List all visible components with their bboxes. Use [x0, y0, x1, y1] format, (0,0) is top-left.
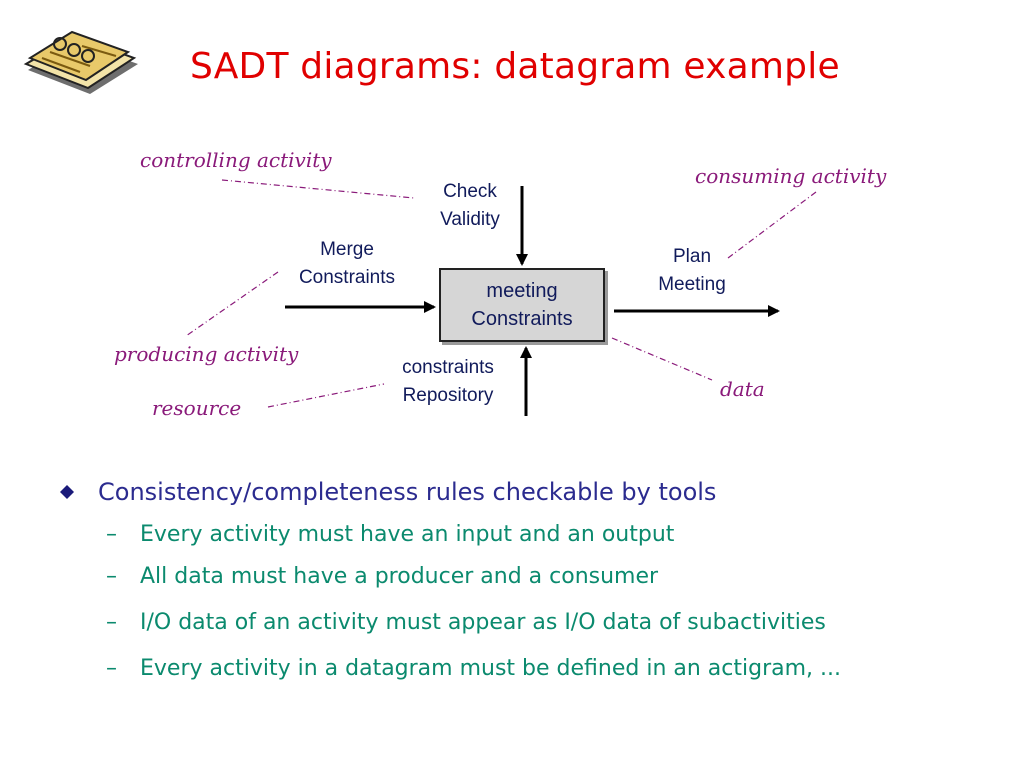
dash-mark: – — [106, 564, 117, 589]
input-label: Merge Constraints — [278, 236, 416, 292]
sub-bullet-text: I/O data of an activity must appear as I… — [140, 610, 826, 635]
input-label-line2: Constraints — [298, 267, 396, 288]
note-resource: resource — [152, 396, 242, 420]
note-producing-activity: producing activity — [114, 342, 299, 366]
activity-box: meeting Constraints — [439, 268, 605, 342]
note-controlling-activity: controlling activity — [140, 148, 332, 172]
mechanism-label-line1: constraints — [402, 357, 494, 378]
activity-box-line1: meeting — [486, 280, 558, 302]
sub-bullet: – Every activity in a datagram must be d… — [60, 654, 1010, 684]
note-data: data — [720, 377, 765, 401]
page-title: SADT diagrams: datagram example — [190, 46, 840, 87]
dash-mark: – — [106, 656, 117, 681]
mechanism-label-line2: Repository — [402, 385, 494, 406]
main-bullet: Consistency/completeness rules checkable… — [60, 474, 1010, 510]
dash-mark: – — [106, 610, 117, 635]
output-label: Plan Meeting — [642, 243, 742, 299]
notebook-icon — [23, 30, 138, 94]
activity-box-line2: Constraints — [471, 308, 573, 330]
sub-bullet-text: Every activity in a datagram must be def… — [140, 656, 842, 681]
leader-consuming — [727, 191, 817, 259]
input-label-line1: Merge — [320, 239, 374, 260]
sub-bullet: – All data must have a producer and a co… — [60, 562, 1010, 592]
main-bullet-text: Consistency/completeness rules checkable… — [98, 478, 717, 506]
leader-controlling — [221, 179, 415, 199]
rules-list: Consistency/completeness rules checkable… — [60, 474, 1010, 684]
mechanism-label: constraints Repository — [380, 354, 516, 410]
note-consuming-activity: consuming activity — [695, 164, 887, 188]
leader-data — [611, 337, 713, 381]
leader-resource — [267, 383, 385, 408]
sub-bullet: – I/O data of an activity must appear as… — [60, 608, 1010, 638]
sub-bullet: – Every activity must have an input and … — [60, 520, 1010, 550]
output-label-line1: Plan — [672, 246, 712, 267]
control-label-line2: Validity — [440, 209, 500, 230]
diamond-bullet-icon — [60, 485, 74, 499]
control-label: Check Validity — [418, 178, 522, 234]
control-label-line1: Check — [443, 181, 497, 202]
output-label-line2: Meeting — [658, 274, 726, 295]
sub-bullet-text: Every activity must have an input and an… — [140, 522, 675, 547]
dash-mark: – — [106, 522, 117, 547]
leader-producing — [185, 271, 279, 337]
sub-bullet-text: All data must have a producer and a cons… — [140, 564, 659, 589]
